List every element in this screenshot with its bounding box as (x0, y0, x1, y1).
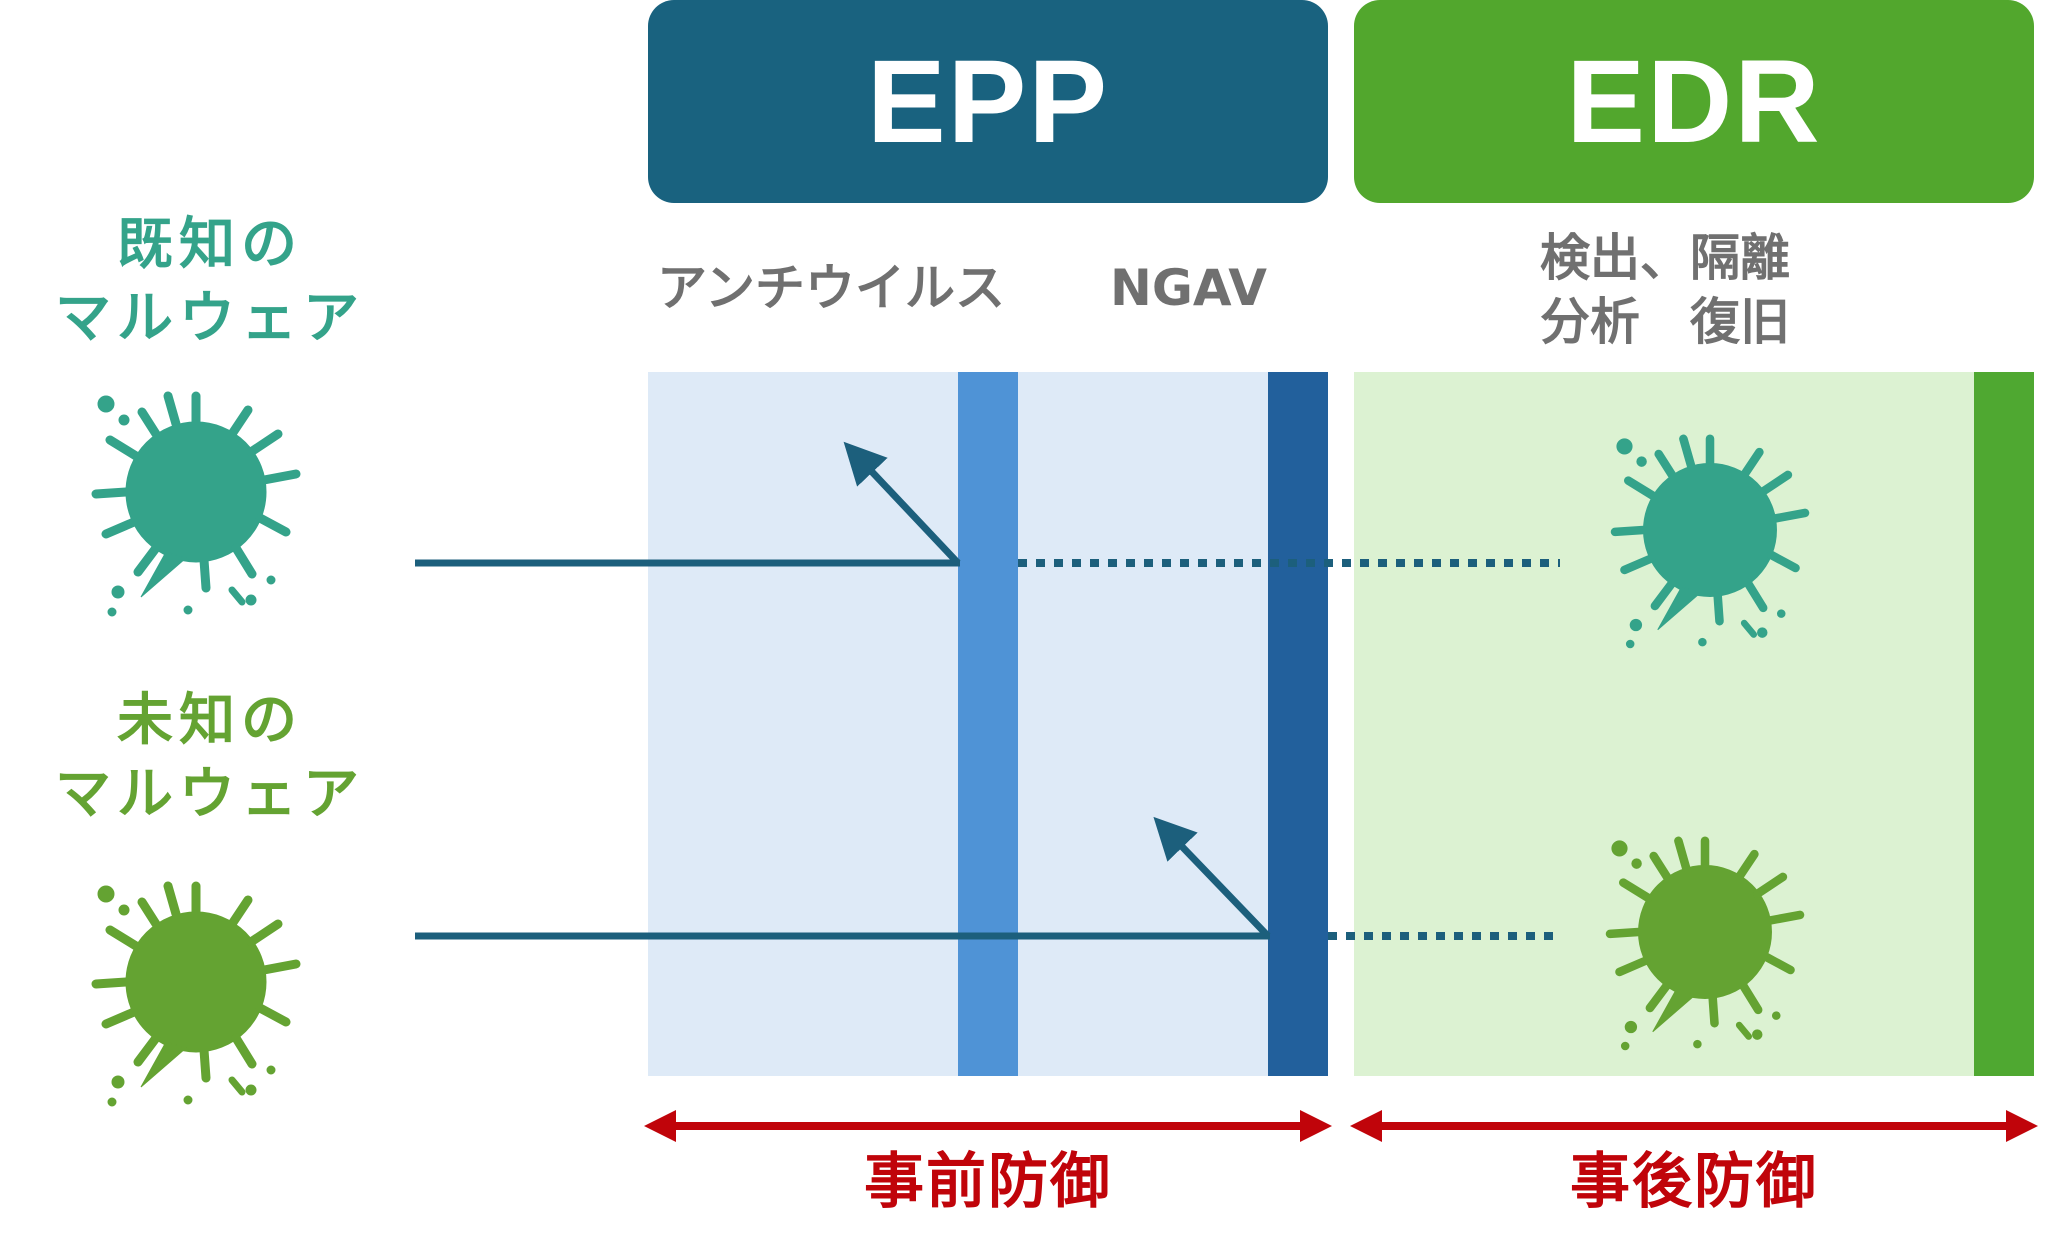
known-malware-label: 既知の マルウェア (0, 208, 420, 356)
epp-header: EPP (648, 0, 1328, 203)
known-malware-path (415, 441, 1560, 567)
unknown-malware-label: 未知の マルウェア (0, 684, 420, 832)
edr-feature-line1: 検出、隔離 (1540, 229, 1790, 287)
unknown-malware-line1: 未知の (117, 688, 303, 753)
edr-title: EDR (1566, 35, 1822, 168)
unknown-malware-icon (96, 886, 296, 1106)
edr-feature-line2: 分析 復旧 (1540, 293, 1790, 351)
detected-known-malware-icon (1615, 439, 1805, 648)
post-defense-label: 事後防御 (1570, 1147, 1818, 1217)
antivirus-barrier (958, 372, 1018, 1076)
antivirus-label: アンチウイルス (657, 259, 1005, 317)
ngav-barrier (1268, 372, 1328, 1076)
known-malware-line1: 既知の (117, 212, 303, 277)
epp-title: EPP (866, 35, 1110, 168)
known-malware-line2: マルウェア (55, 286, 365, 351)
unknown-malware-path (415, 816, 1560, 940)
known-malware-icon (96, 396, 296, 616)
pre-defense-label: 事前防御 (864, 1147, 1112, 1217)
edr-barrier (1974, 372, 2034, 1076)
edr-header: EDR (1354, 0, 2034, 203)
detected-unknown-malware-icon (1610, 841, 1800, 1050)
unknown-malware-line2: マルウェア (55, 762, 365, 827)
ngav-label: NGAV (1110, 259, 1267, 317)
